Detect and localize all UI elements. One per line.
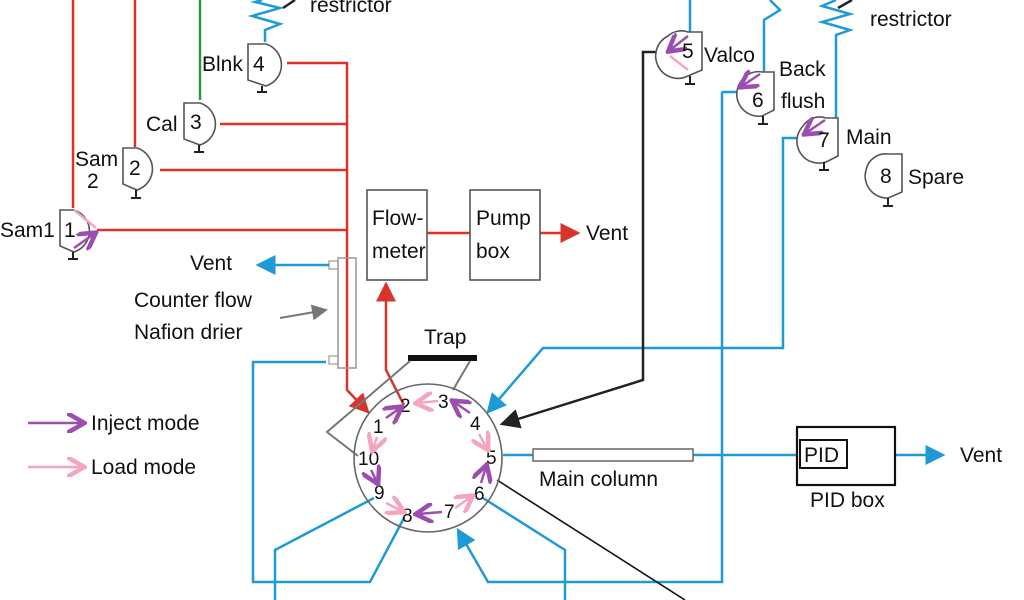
svg-text:4: 4 <box>470 414 481 435</box>
svg-text:1: 1 <box>64 219 76 242</box>
restrictor-right-pointer <box>837 0 853 10</box>
svg-text:box: box <box>476 240 510 263</box>
legend: Inject mode Load mode <box>28 412 200 479</box>
vent-drier-label: Vent <box>190 252 232 275</box>
svg-text:3: 3 <box>438 392 449 413</box>
main-column: Main column <box>532 448 694 491</box>
svg-text:Flow-: Flow- <box>372 207 423 230</box>
valve-6-backflush: 6 Back flush <box>735 58 826 125</box>
sample-lines <box>71 0 581 414</box>
valve-2-label-1: Sam <box>75 148 118 171</box>
legend-load: Load mode <box>91 456 196 479</box>
svg-text:6: 6 <box>474 484 485 505</box>
restrictor-left-label: restrictor <box>310 0 392 17</box>
svg-text:7: 7 <box>444 502 455 523</box>
pid-label: PID <box>804 444 839 467</box>
valve-7-label: Main <box>846 126 892 149</box>
valve-8-label: Spare <box>908 166 964 189</box>
svg-text:Main column: Main column <box>539 468 658 491</box>
svg-text:6: 6 <box>752 89 764 112</box>
svg-text:2: 2 <box>400 396 411 417</box>
legend-inject: Inject mode <box>91 412 200 435</box>
valve-3-label: Cal <box>146 113 178 136</box>
valve-7-main: 7 Main <box>796 116 892 171</box>
vent-pump-label: Vent <box>586 222 628 245</box>
ten-port-valve: 1 2 3 4 5 6 7 8 9 10 <box>353 383 503 533</box>
svg-text:8: 8 <box>880 165 892 188</box>
valve-8-spare: 8 Spare <box>864 153 964 207</box>
svg-text:2: 2 <box>129 157 141 180</box>
pid-box: PID PID box <box>795 425 897 512</box>
nafion-drier: Vent Counter flow Nafion drier <box>134 252 357 369</box>
valve-5-label: Valco <box>704 44 755 67</box>
svg-text:8: 8 <box>402 506 413 527</box>
stream-valve-4: 4 Blnk <box>202 43 283 93</box>
trap: Trap <box>325 326 477 457</box>
svg-text:Back: Back <box>779 58 826 81</box>
svg-text:Pump: Pump <box>476 207 531 230</box>
svg-text:3: 3 <box>190 111 202 134</box>
flowmeter: Flow- meter <box>366 189 428 281</box>
stream-valve-2: 2 Sam 2 <box>75 147 154 199</box>
stream-valve-1: 1 Sam1 <box>0 209 96 260</box>
valve-4-label: Blnk <box>202 53 243 76</box>
stream-valve-3: 3 Cal <box>146 102 217 153</box>
pointer-line <box>496 479 686 600</box>
restrictor-left: restrictor <box>247 0 392 42</box>
valve-1-label: Sam1 <box>0 219 55 242</box>
valve-5-valco: 5 Valco <box>654 30 755 85</box>
pid-box-label: PID box <box>810 489 885 512</box>
svg-text:5: 5 <box>682 40 694 63</box>
valve-2-label-2: 2 <box>87 170 99 193</box>
svg-text:5: 5 <box>486 448 497 469</box>
svg-text:Nafion drier: Nafion drier <box>134 321 243 344</box>
svg-text:4: 4 <box>253 53 265 76</box>
svg-text:Counter flow: Counter flow <box>134 289 253 312</box>
carrier-lines <box>251 0 946 600</box>
svg-text:1: 1 <box>373 417 384 438</box>
svg-text:7: 7 <box>818 129 830 152</box>
pump-box: Pump box <box>469 189 541 281</box>
restrictor-right-label: restrictor <box>870 8 952 31</box>
svg-text:meter: meter <box>372 240 426 263</box>
trap-label: Trap <box>424 326 466 349</box>
svg-text:10: 10 <box>358 449 379 470</box>
svg-text:9: 9 <box>374 483 385 504</box>
vent-pid-label: Vent <box>960 444 1002 467</box>
svg-text:flush: flush <box>781 90 825 113</box>
